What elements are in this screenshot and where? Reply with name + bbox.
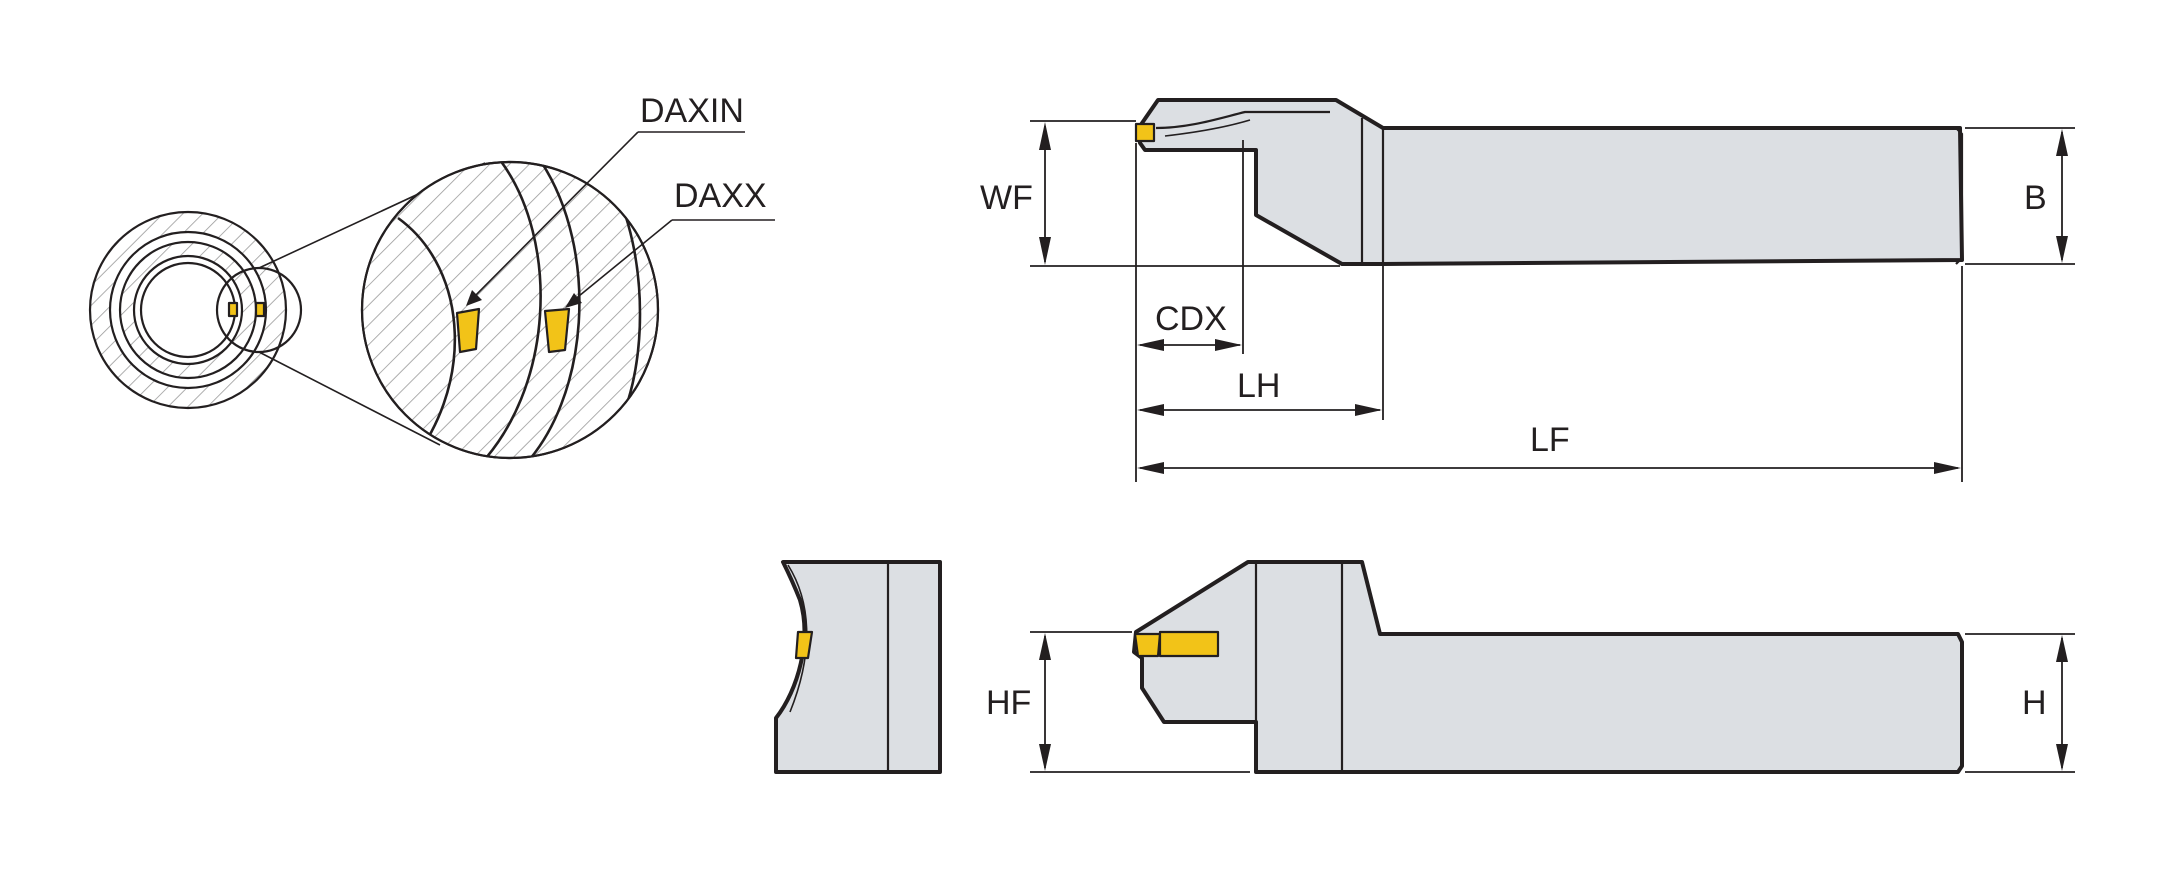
daxx-callout: DAXX <box>565 177 775 308</box>
magnified-groove-view <box>360 160 660 460</box>
insert-outer-groove <box>543 307 571 354</box>
lf-label: LF <box>1530 421 1570 459</box>
workpiece-groove-detail: DAXIN DAXX <box>88 92 775 460</box>
daxin-label: DAXIN <box>640 92 744 130</box>
tool-end-view <box>774 560 942 774</box>
workpiece-end-view <box>88 210 303 410</box>
lh-label: LH <box>1237 367 1280 405</box>
insert-inner-groove <box>455 307 481 354</box>
side-view-insert-tip <box>1133 632 1162 658</box>
daxx-label: DAXX <box>674 177 767 215</box>
small-insert-outer <box>254 301 266 318</box>
cdx-label: CDX <box>1155 300 1227 338</box>
zoom-line-bottom <box>258 351 441 446</box>
side-view-dimensions: HF H <box>986 631 2075 773</box>
tool-top-view <box>1134 98 1964 266</box>
daxin-callout: DAXIN <box>466 92 745 306</box>
end-view-insert <box>794 630 814 660</box>
top-view-insert <box>1134 122 1156 143</box>
b-label: B <box>2024 179 2047 217</box>
wf-label: WF <box>980 179 1033 217</box>
tool-side-view <box>1132 560 1964 774</box>
hf-label: HF <box>986 684 1031 722</box>
side-view-insert-body <box>1158 630 1220 658</box>
top-view-dimensions: WF B CDX LH LF <box>980 120 2075 482</box>
h-label: H <box>2022 684 2047 722</box>
small-insert-inner <box>227 301 239 318</box>
